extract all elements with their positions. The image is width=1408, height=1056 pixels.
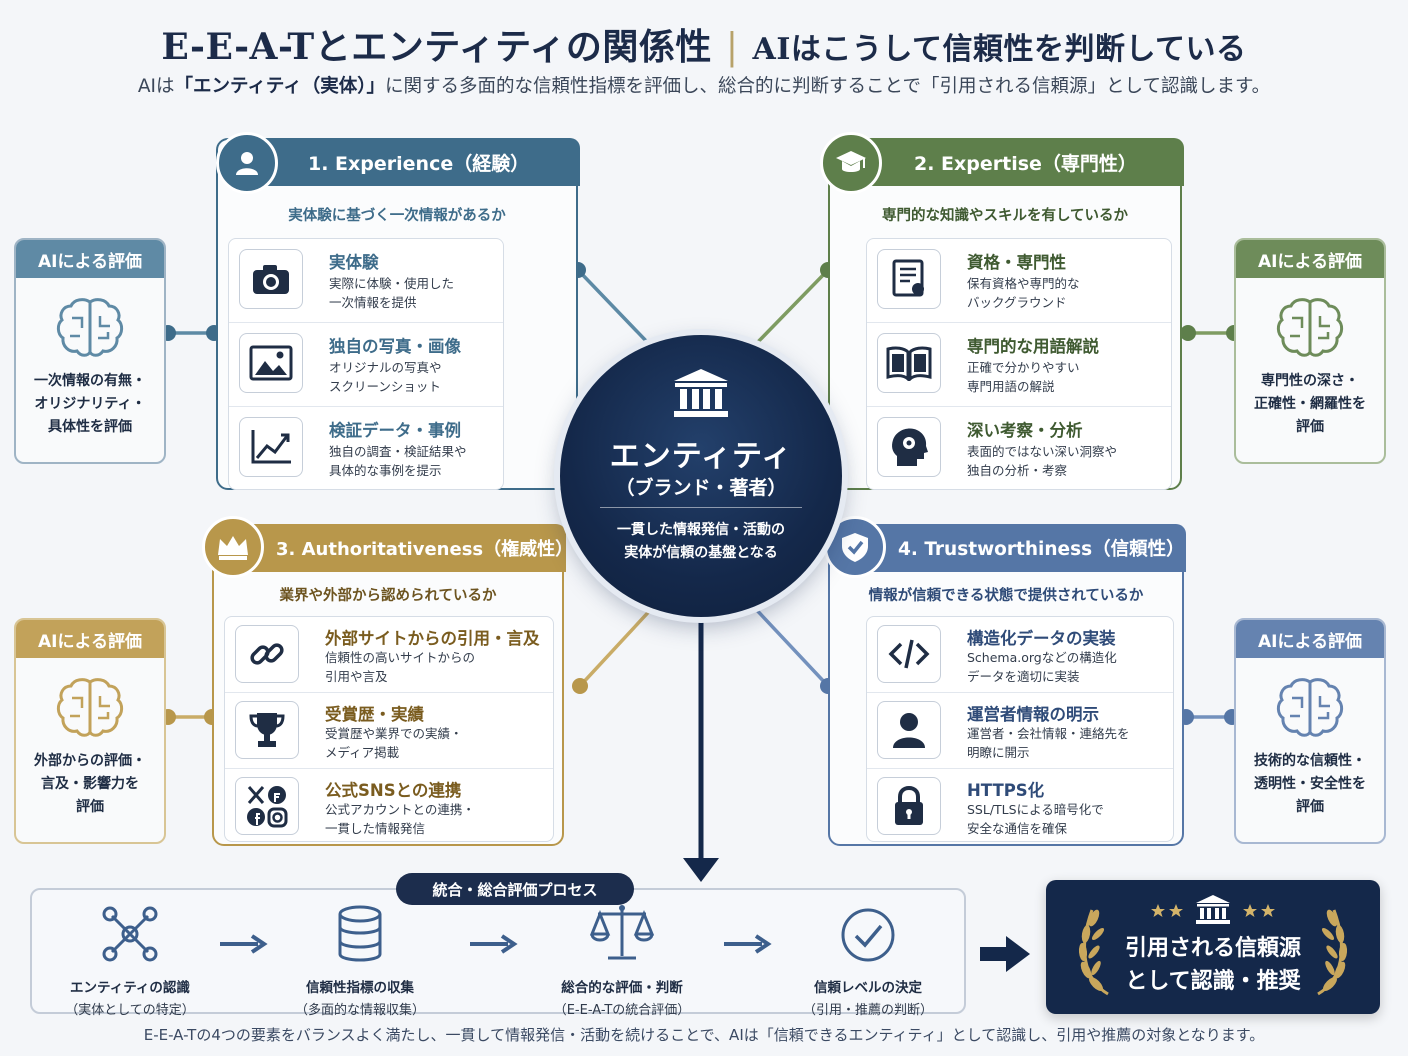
pillar-expertise: 2. Expertise（専門性） 専門的な知識やスキルを有しているか 資格・専… (820, 132, 1184, 490)
brain-icon (1236, 296, 1384, 360)
book-icon (877, 333, 941, 393)
process-label: 統合・総合評価プロセス (396, 873, 634, 905)
list-item: 深い考察・分析 表面的ではない深い洞察や 独自の分析・考察 (867, 407, 1171, 491)
chart-line-icon (239, 417, 303, 477)
scale-icon (532, 890, 712, 964)
pillar-trust-items: 構造化データの実装 Schema.orgなどの構造化 データを適切に実装 運営者… (866, 616, 1174, 842)
pillar-trust-question: 情報が信頼できる状態で提供されているか (868, 588, 1144, 604)
list-item: 資格・専門性 保有資格や専門的な バックグラウンド (867, 239, 1171, 323)
ai-card-label: AIによる評価 (16, 240, 164, 278)
pillar-experience-heading: 1. Experience（経験） (246, 138, 580, 186)
pillar-trust-heading: 4. Trustworthiness（信頼性） (858, 524, 1186, 572)
list-item: HTTPS化 SSL/TLSによる暗号化で 安全な通信を確保 (867, 769, 1173, 843)
crown-icon (202, 516, 264, 578)
entity-subtitle: （ブランド・著者） (615, 477, 787, 499)
camera-icon (239, 249, 303, 309)
ai-card-text: 技術的な信頼性・ 透明性・安全性を 評価 (1254, 753, 1366, 815)
pillar-expertise-items: 資格・専門性 保有資格や専門的な バックグラウンド 専門的な用語解説 正確で分か… (866, 238, 1172, 490)
lock-icon (877, 777, 941, 835)
shield-check-icon (824, 516, 886, 578)
connector-experience (576, 268, 652, 347)
list-item: 公式SNSとの連携 公式アカウントとの連携・ 一貫した情報発信 (225, 769, 553, 843)
entity-divider (600, 507, 802, 508)
ai-card-text: 専門性の深さ・ 正確性・網羅性を 評価 (1254, 373, 1366, 435)
process-step-4: 信頼レベルの決定 （引用・推薦の判断） (778, 890, 958, 1018)
ai-card-experience: AIによる評価 一次情報の有無・ オリジナリティ・ 具体性を評価 (14, 238, 166, 464)
process-step-1: エンティティの認識 （実体としての特定） (40, 890, 220, 1018)
arrow-right-icon (980, 934, 1032, 978)
footer-text: E-E-A-Tの4つの要素をバランスよく満たし、一貫して情報発信・活動を続けるこ… (143, 1026, 1265, 1044)
pillar-expertise-question: 専門的な知識やスキルを有しているか (881, 208, 1129, 224)
arrow-right-icon (722, 934, 772, 958)
entity-description: 一貫した情報発信・活動の 実体が信頼の基盤となる (617, 522, 785, 561)
list-item: 受賞歴・実績 受賞歴や業界での実績・ メディア掲載 (225, 693, 553, 769)
check-circle-icon (778, 890, 958, 964)
list-item: 実体験 実際に体験・使用した 一次情報を提供 (229, 239, 503, 323)
institution-icon (672, 367, 730, 423)
pillar-authority: 3. Authoritativeness（権威性） 業界や外部から認められている… (202, 516, 573, 846)
arrow-right-icon (468, 934, 518, 958)
process-step-3: 総合的な評価・判断 （E-E-A-Tの統合評価） (532, 890, 712, 1018)
list-item: 構造化データの実装 Schema.orgなどの構造化 データを適切に実装 (867, 617, 1173, 693)
ai-card-trust: AIによる評価 技術的な信頼性・ 透明性・安全性を 評価 (1234, 618, 1386, 844)
user-icon (877, 701, 941, 759)
network-icon (40, 890, 220, 964)
certificate-icon (877, 249, 941, 309)
brain-icon (16, 676, 164, 740)
connector-trust (750, 603, 830, 688)
social-icon (235, 777, 299, 835)
result-text: 引用される信頼源 として認識・推奨 (1124, 936, 1301, 994)
pillar-authority-question: 業界や外部から認められているか (279, 588, 497, 604)
stars-institution-icon (1150, 894, 1276, 930)
pillar-authority-items: 外部サイトからの引用・言及 信頼性の高いサイトからの 引用や言及 受賞歴・実績 … (224, 616, 554, 842)
head-gear-icon (877, 417, 941, 477)
entity-core: エンティティ （ブランド・著者） 一貫した情報発信・活動の 実体が信頼の基盤とな… (560, 335, 842, 617)
title-separator: | (725, 27, 739, 68)
page-header: E-E-A-Tとエンティティの関係性|AIはこうして信頼性を判断している (0, 18, 1408, 70)
connector-expertise (753, 268, 830, 347)
brain-icon (16, 296, 164, 360)
ai-card-authority: AIによる評価 外部からの評価・ 言及・影響力を 評価 (14, 618, 166, 844)
list-item: 外部サイトからの引用・言及 信頼性の高いサイトからの 引用や言及 (225, 617, 553, 693)
person-icon (216, 132, 278, 194)
ai-card-text: 一次情報の有無・ オリジナリティ・ 具体性を評価 (34, 373, 146, 435)
laurel-right-icon (1312, 904, 1352, 1004)
ai-card-expertise: AIによる評価 専門性の深さ・ 正確性・網羅性を 評価 (1234, 238, 1386, 464)
ai-card-text: 外部からの評価・ 言及・影響力を 評価 (34, 753, 146, 815)
list-item: 運営者情報の明示 運営者・会社情報・連絡先を 明瞭に開示 (867, 693, 1173, 769)
list-item: 検証データ・事例 独自の調査・検証結果や 具体的な事例を提示 (229, 407, 503, 491)
result-card: 引用される信頼源 として認識・推奨 (1046, 880, 1380, 1014)
connector-authority (578, 603, 657, 688)
pillar-experience-items: 実体験 実際に体験・使用した 一次情報を提供 独自の写真・画像 オリジナルの写真… (228, 238, 504, 490)
ai-card-label: AIによる評価 (1236, 620, 1384, 658)
arrow-right-icon (218, 934, 268, 958)
link-icon (235, 625, 299, 683)
process-step-2: 信頼性指標の収集 （多面的な情報収集） (270, 890, 450, 1018)
intro-text: AIは「エンティティ（実体）」に関する多面的な信頼性指標を評価し、総合的に判断す… (137, 76, 1271, 97)
laurel-left-icon (1074, 904, 1114, 1004)
pillar-experience-question: 実体験に基づく一次情報があるか (288, 208, 506, 224)
trophy-icon (235, 701, 299, 759)
entity-title: エンティティ (609, 439, 793, 474)
pillar-expertise-heading: 2. Expertise（専門性） (858, 138, 1184, 186)
list-item: 専門的な用語解説 正確で分かりやすい 専門用語の解説 (867, 323, 1171, 407)
pillar-trust: 4. Trustworthiness（信頼性） 情報が信頼できる状態で提供されて… (824, 516, 1186, 846)
image-icon (239, 333, 303, 393)
ai-card-label: AIによる評価 (1236, 240, 1384, 278)
database-icon (270, 890, 450, 964)
page-subtitle: AIはこうして信頼性を判断している (752, 32, 1247, 67)
process-panel: エンティティの認識 （実体としての特定） 信頼性指標の収集 （多面的な情報収集）… (30, 888, 966, 1018)
graduation-cap-icon (820, 132, 882, 194)
list-item: 独自の写真・画像 オリジナルの写真や スクリーンショット (229, 323, 503, 407)
pillar-authority-heading: 3. Authoritativeness（権威性） (242, 524, 573, 572)
page-title: E-E-A-Tとエンティティの関係性|AIはこうして信頼性を判断している (161, 26, 1247, 68)
pillar-experience: 1. Experience（経験） 実体験に基づく一次情報があるか 実体験 実際… (216, 132, 580, 490)
brain-icon (1236, 676, 1384, 740)
ai-card-label: AIによる評価 (16, 620, 164, 658)
code-icon (877, 625, 941, 683)
